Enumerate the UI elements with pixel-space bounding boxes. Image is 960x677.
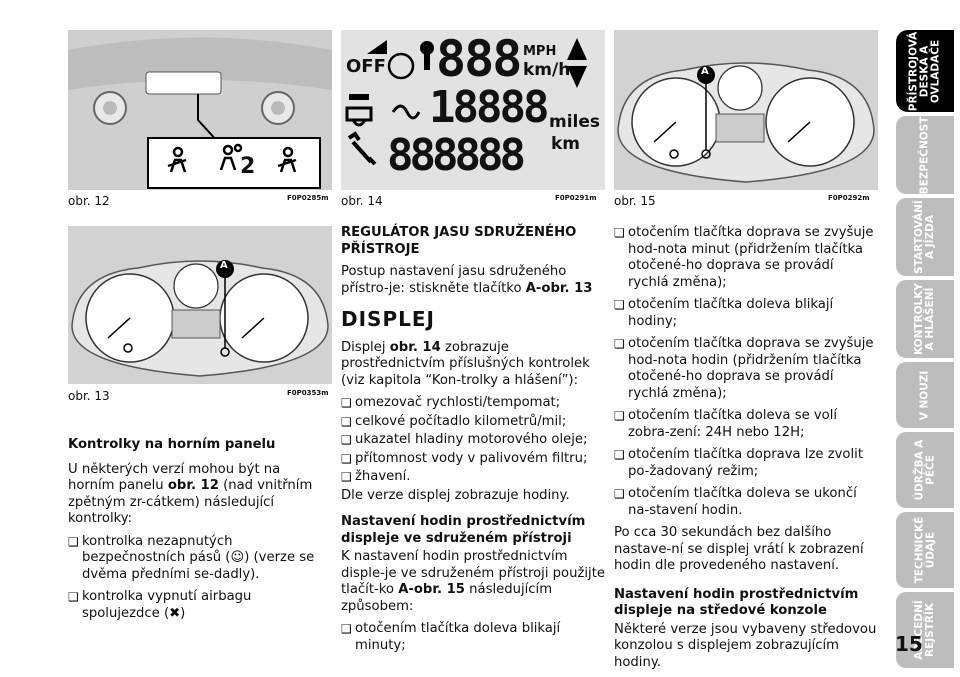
display-unit-km: km [551,134,581,154]
list-item: otočením tlačítka doleva blikají hodiny; [614,297,878,330]
figure-12-image: 2 [68,30,332,190]
list-item: otočením tlačítka doprava lze zvolit po-… [614,447,878,480]
label-a-marker: A [701,66,709,77]
page-number: 15 [895,632,923,656]
list-item: žhavení. [341,469,605,486]
paragraph: Dle verze displej zobrazuje hodiny. [341,487,570,503]
tab-technicke-udaje[interactable]: TECHNICKÉ ÚDAJE [896,512,954,588]
section-heading: Nastavení hodin prostřednictvím displeje… [341,514,586,546]
display-digits-mid: 18888 [429,82,549,133]
list-item: ukazatel hladiny motorového oleje; [341,432,605,449]
paragraph: K nastavení hodin prostřednictvím disple… [341,549,606,614]
list-item: otočením tlačítka doleva blikají minuty; [341,621,605,654]
tab-bezpecnost[interactable]: BEZPEČNOST [896,116,954,194]
figure-13-image: A [68,226,332,384]
figure-14-image: OFF 888 MPH km/h 18888 miles 888888 km [341,30,605,190]
display-digits-bot: 888888 [387,130,526,181]
water-in-fuel-icon [345,106,373,122]
speed-limiter-icon [367,40,387,54]
tab-pristrojova-deska[interactable]: PŘÍSTROJOVÁ DESKA A OVLADAČE [896,30,954,112]
glow-plug-icon [391,104,421,120]
display-digits-top: 888 [436,30,522,88]
wrench-icon [347,131,377,166]
label-a-marker: A [220,260,228,271]
figure-12-caption: obr. 12 [68,194,110,208]
figure-14-caption: obr. 14 [341,194,383,208]
paragraph: Postup nastavení jasu sdruženého přístro… [341,264,593,296]
figure-14-code: F0P0291m [555,194,597,202]
text-column-1: Kontrolky na horním panelu U některých v… [68,437,330,628]
list-item: kontrolka nezapnutých bezpečnostních pás… [68,534,330,584]
section-heading: Nastavení hodin prostřednictvím displeje… [614,586,859,619]
display-unit-miles: miles [549,112,601,132]
figure-15-image: A [614,30,878,190]
list-item: otočením tlačítka doleva se volí zobra-z… [614,408,878,441]
section-title-displej: DISPLEJ [341,307,435,331]
paragraph: Displej obr. 14 zobrazuje prostřednictví… [341,339,590,388]
text-column-3: otočením tlačítka doprava se zvyšuje hod… [614,225,878,677]
figure-15-caption: obr. 15 [614,194,656,208]
list-item: přítomnost vody v palivovém filtru; [341,451,605,468]
tab-udrzba[interactable]: ÚDRŽBA A PÉČE [896,432,954,508]
display-off-text: OFF [346,56,386,77]
section-heading: REGULÁTOR JASU SDRUŽENÉHO PŘÍSTROJE [341,225,577,257]
figure-12-code: F0P0285m [287,194,329,202]
list-item: celkové počítadlo kilometrů/mil; [341,414,605,431]
figure-13-code: F0P0353m [287,389,329,397]
paragraph: Po cca 30 sekundách bez dalšího nastave-… [614,525,864,573]
figure-15-code: F0P0292m [828,194,870,202]
list-item: otočením tlačítka doprava se zvyšuje hod… [614,225,878,291]
paragraph: Některé verze jsou vybaveny středovou ko… [614,621,877,670]
tab-kontrolky[interactable]: KONTROLKY A HLÁŠENÍ [896,280,954,358]
arrow-up-icon [567,38,587,60]
oil-level-icon [349,94,369,100]
arrow-down-icon [567,66,587,88]
text-column-2: REGULÁTOR JASU SDRUŽENÉHO PŘÍSTROJE Post… [341,225,605,660]
badge-passenger-count: 2 [240,154,256,179]
list-item: otočením tlačítka doprava se zvyšuje hod… [614,336,878,402]
display-unit-kmh: km/h [523,60,571,80]
list-item: kontrolka vypnutí airbagu spolujezdce (✖… [68,589,330,622]
tab-abecedni-rejstrik[interactable]: ABECEDNÍ REJSTŘÍK [896,592,954,668]
tab-v-nouzi[interactable]: V NOUZI [896,362,954,428]
figure-13-caption: obr. 13 [68,389,110,403]
cruise-control-icon [387,52,415,80]
list-item: otočením tlačítka doleva se ukončí na-st… [614,486,878,519]
paragraph: U některých verzí mohou být na horním pa… [68,461,313,527]
display-unit-mph: MPH [523,44,557,59]
section-heading: Kontrolky na horním panelu [68,437,276,452]
tab-startovani[interactable]: STARTOVÁNÍ A JÍZDA [896,198,954,276]
list-item: omezovač rychlosti/tempomat; [341,395,605,412]
